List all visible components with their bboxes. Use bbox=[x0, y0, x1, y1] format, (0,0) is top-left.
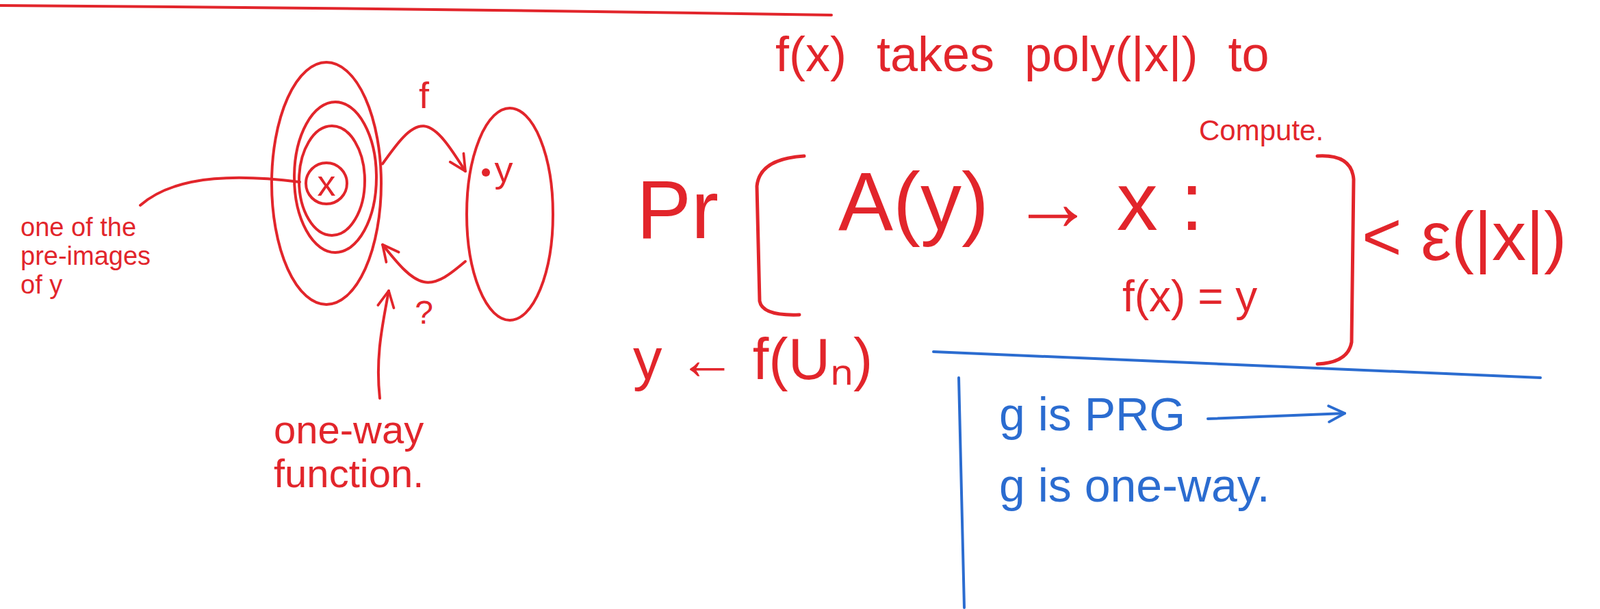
formula-text: A(y) → x : bbox=[838, 156, 1204, 247]
right-bracket bbox=[1317, 156, 1354, 365]
ellipse-outline bbox=[465, 106, 555, 322]
formula-symbol: Pr bbox=[636, 164, 719, 255]
divider-line bbox=[933, 351, 1541, 378]
element-label: y bbox=[494, 149, 514, 190]
callout-text: one-way function. bbox=[273, 407, 473, 496]
set-outline bbox=[305, 162, 347, 204]
formula-bound: < ε(|x|) bbox=[1361, 198, 1567, 274]
divider-line bbox=[958, 377, 965, 608]
sampling-note: y ← f(Uₙ) bbox=[633, 327, 873, 392]
set-outline bbox=[294, 101, 377, 253]
leader-arrow bbox=[378, 290, 389, 399]
note-text: f(x) takes poly(|x|) to bbox=[775, 27, 1270, 82]
claim-text: g is one-way. bbox=[999, 459, 1271, 512]
set-outline bbox=[466, 108, 553, 321]
edge-label: ? bbox=[414, 294, 434, 332]
mapping-arrow bbox=[382, 244, 466, 283]
element-label: x bbox=[317, 162, 337, 204]
divider-line bbox=[0, 5, 832, 16]
implication-arrow bbox=[1207, 413, 1345, 419]
callout-text: one of the pre-images of y bbox=[20, 213, 158, 300]
mapping-arrow bbox=[382, 125, 466, 172]
set-outline bbox=[271, 62, 382, 305]
left-bracket bbox=[756, 156, 805, 315]
point-dot bbox=[481, 168, 490, 177]
claim-text: g is PRG bbox=[999, 388, 1186, 441]
note-text: Compute. bbox=[1198, 114, 1324, 147]
formula-condition: f(x) = y bbox=[1122, 272, 1258, 321]
set-ellipse: y bbox=[465, 106, 555, 322]
edge-label: f bbox=[418, 75, 430, 116]
set-ellipse: x bbox=[270, 60, 383, 306]
leader-line bbox=[140, 177, 300, 206]
set-outline bbox=[299, 125, 365, 236]
